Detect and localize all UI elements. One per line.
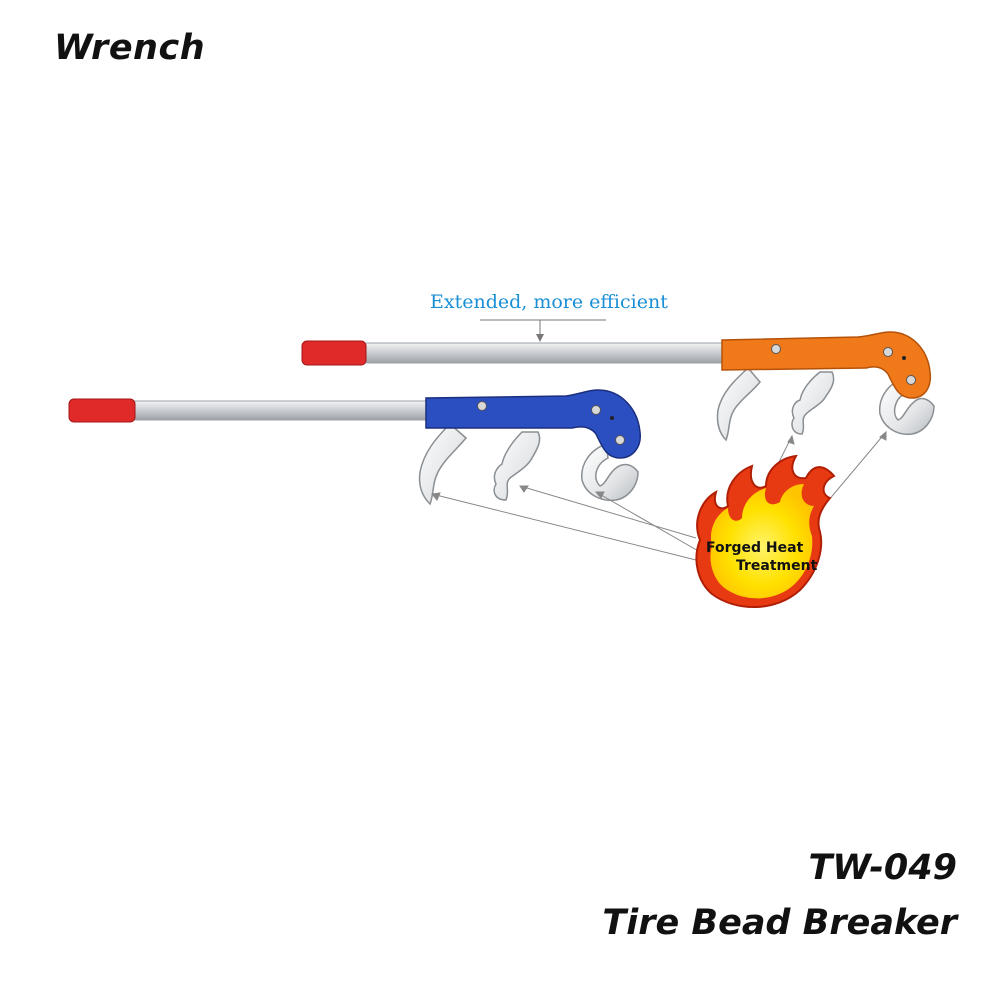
blue-tool-grip — [68, 398, 136, 423]
blue-tool-rivet-3 — [615, 435, 625, 445]
orange-tool-rivet-1 — [771, 344, 781, 354]
blue-tool-front-hook — [581, 442, 639, 502]
badge-text-line2: Treatment — [736, 558, 818, 574]
orange-tool-hole — [902, 356, 906, 360]
orange-tool-shaft — [359, 342, 729, 364]
product-name: Tire Bead Breaker — [602, 903, 957, 943]
standard-tire-bead-breaker — [68, 389, 641, 506]
blue-tool-rivet-2 — [591, 405, 601, 415]
badge-pointer-lines — [431, 430, 887, 561]
orange-tool-middle-hook — [791, 371, 835, 435]
orange-tool-rivet-3 — [906, 375, 916, 385]
orange-tool-rivet-2 — [883, 347, 893, 357]
extended-tire-bead-breaker — [301, 331, 935, 442]
orange-tool-left-hook — [716, 366, 761, 442]
blue-tool-left-hook — [418, 422, 468, 506]
forged-heat-treatment-badge: Forged Heat Treatment — [695, 454, 836, 609]
flame-inner-icon — [710, 484, 814, 599]
category-title: Wrench — [54, 28, 206, 68]
extended-annotation: Extended, more efficient — [430, 291, 668, 342]
orange-tool-grip — [301, 340, 367, 366]
blue-tool-shaft — [127, 400, 431, 421]
annotation-arrow-icon — [536, 334, 544, 342]
blue-tool-hole — [610, 416, 614, 420]
product-code: TW-049 — [808, 848, 958, 888]
blue-tool-rivet-1 — [477, 401, 487, 411]
extended-annotation-text: Extended, more efficient — [430, 291, 668, 313]
badge-text-line1: Forged Heat — [706, 540, 804, 556]
blue-tool-middle-hook — [493, 431, 541, 501]
orange-tool-front-hook — [878, 378, 935, 436]
